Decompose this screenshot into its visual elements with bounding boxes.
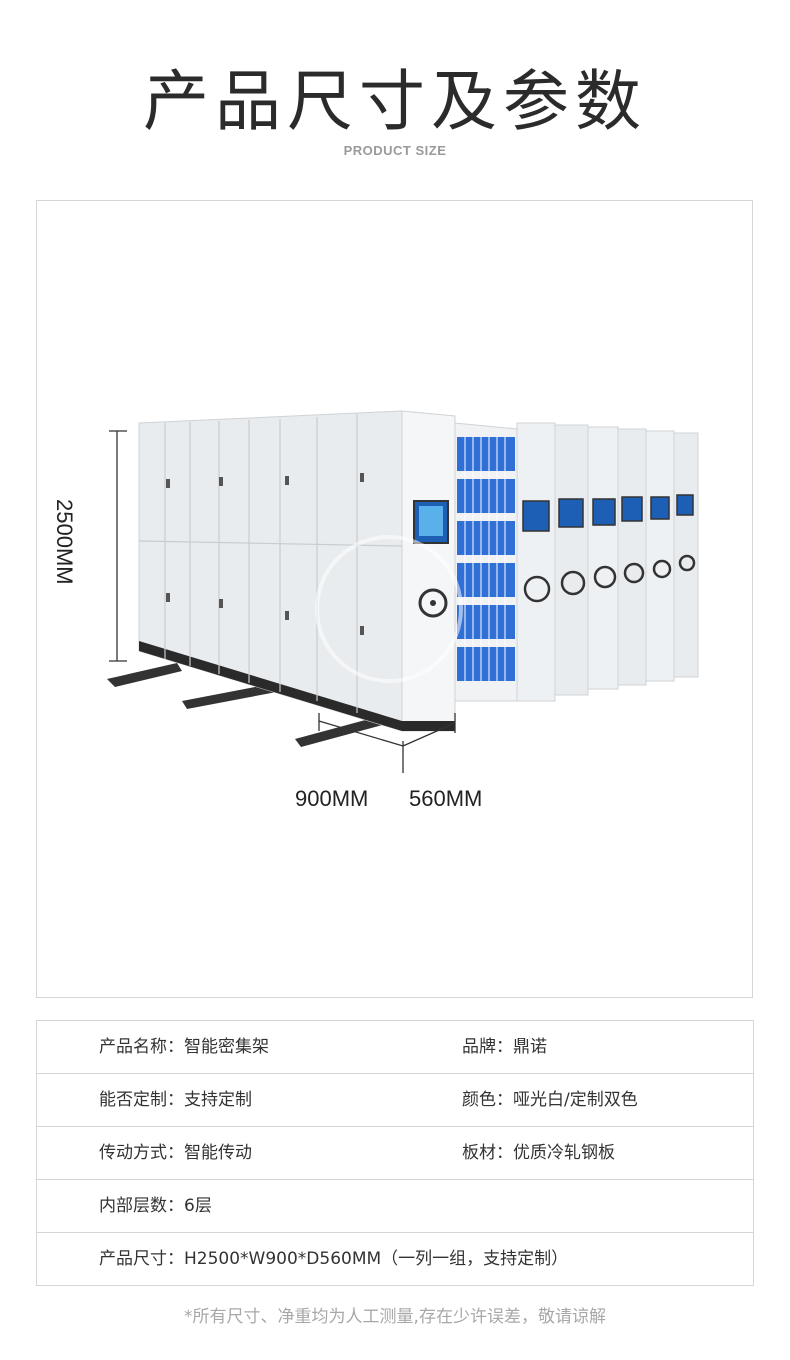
spec-row: 产品尺寸：H2500*W900*D560MM（一列一组，支持定制） <box>37 1233 753 1285</box>
spec-row: 内部层数：6层 <box>37 1180 753 1233</box>
spec-table: 产品名称：智能密集架 品牌：鼎诺 能否定制：支持定制 颜色：哑光白/定制双色 传… <box>36 1020 754 1286</box>
file-shelves <box>454 422 518 702</box>
footnote: *所有尺寸、净重均为人工测量,存在少许误差，敬请谅解 <box>184 1307 606 1327</box>
product-image-panel: 2500MM 900MM 560MM <box>36 200 753 998</box>
width-dimension-label: 900MM <box>295 786 369 811</box>
spec-cell: 内部层数：6层 <box>99 1196 212 1216</box>
spec-cell: 颜色：哑光白/定制双色 <box>462 1090 638 1110</box>
height-dimension-label: 2500MM <box>52 499 77 585</box>
watermark-logo <box>315 535 463 683</box>
dimension-lines <box>109 430 456 773</box>
page-title: 产品尺寸及参数 <box>143 63 647 140</box>
front-cabinet <box>138 410 456 732</box>
spec-cell: 传动方式：智能传动 <box>99 1143 252 1163</box>
spec-cell: 板材：优质冷轧钢板 <box>462 1143 615 1163</box>
back-cabinet-wheels <box>523 554 696 603</box>
spec-row: 传动方式：智能传动 板材：优质冷轧钢板 <box>37 1127 753 1180</box>
depth-dimension-label: 560MM <box>409 786 483 811</box>
spec-row: 产品名称：智能密集架 品牌：鼎诺 <box>37 1021 753 1074</box>
back-cabinets <box>516 422 699 702</box>
page-subtitle: PRODUCT SIZE <box>343 143 447 158</box>
spec-cell: 产品名称：智能密集架 <box>99 1037 269 1057</box>
spec-cell: 能否定制：支持定制 <box>99 1090 252 1110</box>
cabinet-illustration <box>107 410 699 773</box>
back-cabinet-screens <box>522 494 694 532</box>
spec-cell: 产品尺寸：H2500*W900*D560MM（一列一组，支持定制） <box>99 1249 569 1269</box>
spec-cell: 品牌：鼎诺 <box>462 1037 547 1057</box>
spec-row: 能否定制：支持定制 颜色：哑光白/定制双色 <box>37 1074 753 1127</box>
